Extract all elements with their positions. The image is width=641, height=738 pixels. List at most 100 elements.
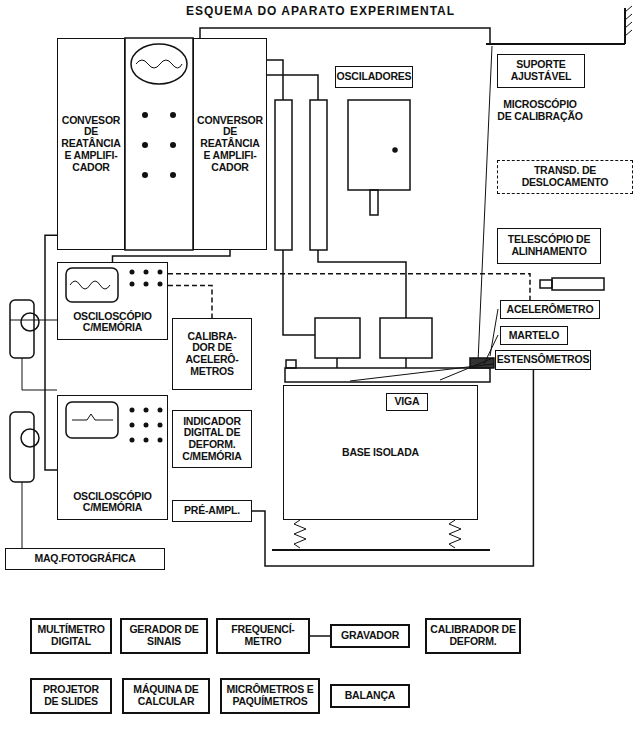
node-text: MARTELO [509,330,560,342]
node-text: GRAVADOR [341,630,399,642]
node-text: CALIBRADOR DE DEFORM. [430,624,516,648]
device-dot [393,148,397,152]
wire-connector [310,635,330,637]
instrument-box [380,318,432,358]
camera-lens [21,429,39,447]
oscillator-unit [310,100,327,250]
diagram-title: ESQUEMA DO APARATO EXPERIMENTAL [0,4,641,18]
camera-cable [22,358,57,390]
wall-hatch [625,6,632,36]
spring [294,520,306,548]
node-text: MAQ.FOTOGRÁFICA [34,553,135,565]
instrument-box: CONVERSOR DE REATÂNCIA E AMPLIFI- CADOR [193,38,267,250]
knobs [142,112,176,178]
wire [267,60,283,100]
instrument-box: OSCILOSCÓPIO C/MEMÓRIA [57,262,168,340]
camera-cable [22,482,23,548]
wire [267,75,318,100]
wire [318,250,406,318]
instrument-box: OSCILADORES [335,66,413,88]
node-text: CONVESOR DE REATÂNCIA E AMPLIFI- CADOR [61,115,121,174]
scope-trace [136,60,182,68]
instrument-box: MICRÔMETROS E PAQUÍMETROS [220,678,320,714]
device-box [348,100,410,190]
node-text: VIGA [395,396,420,408]
wire-connector [168,274,530,300]
knobs [130,270,163,443]
wire-connector [168,285,212,318]
instrument-box: OSCILOSCÓPIO C/MEMÓRIA [57,395,168,520]
instrument-box: PRÉ-AMPL. [172,500,252,522]
node-text: TRANSD. DE DESLOCAMENTO [501,165,629,189]
telescope-eyepiece [540,280,552,288]
instrument-box: BASE ISOLADA VIGA [283,385,478,520]
instrument-box: ACELERÔMETRO [500,300,600,319]
node-text: CONVERSOR DE REATÂNCIA E AMPLIFI- CADOR [197,115,263,174]
instrument-box: INDICADOR DIGITAL DE DEFORM. C/MEMÓRIA [172,410,252,468]
scope-trace [70,281,110,289]
wire-connector [252,370,533,566]
node-text: MÁQUINA DE CALCULAR [127,684,205,708]
camera-cable [10,320,57,321]
node-text: TELESCÓPIO DE ALINHAMENTO [501,234,597,258]
wall [624,8,626,44]
instrument-box: MAQ.FOTOGRÁFICA [5,548,165,570]
node-text: OSCILOSCÓPIO C/MEMÓRIA [61,311,164,335]
instrument-box: GERADOR DE SINAIS [120,618,208,654]
instrument-box: VIGA [386,393,428,411]
node-text: BALANÇA [345,690,396,702]
spring [449,520,461,548]
instrument-box: PROJETOR DE SLIDES [30,678,112,714]
instrument-box: MULTÍMETRO DIGITAL [30,618,112,654]
wire [283,250,315,335]
node-text: OSCILADORES [337,71,412,83]
node-text: INDICADOR DIGITAL DE DEFORM. C/MEMÓRIA [176,416,248,463]
wire [336,358,338,368]
instrument-box: MÁQUINA DE CALCULAR [122,678,210,714]
instrument-box: CONVESOR DE REATÂNCIA E AMPLIFI- CADOR [57,38,125,250]
scope-trace [72,414,113,420]
camera-lens [21,313,39,331]
node-text: MICRÔMETROS E PAQUÍMETROS [225,684,315,708]
instrument-box: CALIBRA- DOR DE ACELERÔ- METROS [172,318,252,390]
instrument-box: BALANÇA [330,684,410,708]
node-text: PROJETOR DE SLIDES [35,684,107,708]
node-text: ACELERÔMETRO [507,304,594,316]
node-text: GERADOR DE SINAIS [125,624,203,648]
instrument-box [315,318,360,358]
suspension-wire [478,46,492,362]
beam-clamp [286,360,296,368]
camera [10,300,34,358]
node-text: OSCILOSCÓPIO C/MEMÓRIA [61,491,164,515]
wire [200,28,490,44]
instrument-box: MARTELO [500,326,568,345]
oscillator-unit [275,100,292,250]
scope-screen [131,44,187,84]
device-stand [370,190,378,215]
instrument-box: GRAVADOR [330,624,410,648]
scope-screen [66,268,118,302]
node-text: BASE ISOLADA [342,447,419,459]
instrument-box: CALIBRADOR DE DEFORM. [425,618,521,654]
wire-connector [113,250,231,262]
leader-line [350,364,493,381]
scope-screen [66,402,118,438]
ground [272,549,490,551]
instrument-box: TRANSD. DE DESLOCAMENTO [497,160,633,194]
node-text: ESTENSÔMETROS [497,354,590,366]
part-label: MICROSCÓPIO DE CALIBRAÇÃO [495,98,585,122]
node-text: PRÉ-AMPL. [184,505,240,517]
instrument-box: FREQUENCÍ- METRO [216,618,310,654]
instrument-box: ESTENSÔMETROS [495,350,591,370]
telescope [552,278,604,290]
node-text: CALIBRA- DOR DE ACELERÔ- METROS [176,331,248,378]
support-bar [486,43,625,45]
wire [405,358,407,368]
instrument-box: TELESCÓPIO DE ALINHAMENTO [497,228,601,264]
node-text: MULTÍMETRO DIGITAL [35,624,107,648]
instrument-box: SUPORTE AJUSTÁVEL [497,54,585,88]
node-text: SUPORTE AJUSTÁVEL [501,59,581,83]
converter-panel [125,38,193,250]
wire-connector [45,235,57,470]
